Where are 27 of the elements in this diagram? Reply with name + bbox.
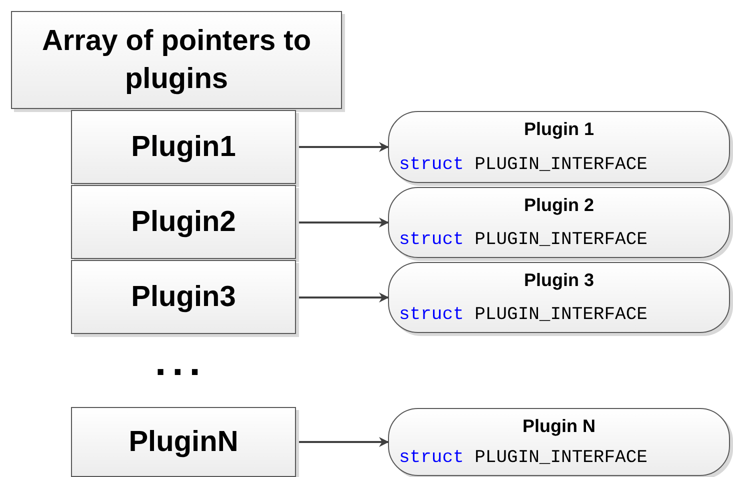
arrow bbox=[296, 292, 389, 302]
code-text: struct PLUGIN_INTERFACE bbox=[398, 229, 648, 251]
pointer-slot-box bbox=[71, 260, 296, 334]
box-label: Plugin1 bbox=[131, 130, 236, 164]
plugin-title: Plugin 2 bbox=[524, 194, 594, 216]
plugin-box bbox=[388, 408, 730, 476]
box-label: Array of pointers to plugins bbox=[40, 24, 312, 97]
pointer-slot-box bbox=[71, 185, 296, 259]
arrow bbox=[296, 437, 389, 447]
plugin-box bbox=[388, 111, 730, 183]
pointer-slot-box bbox=[71, 110, 296, 184]
pointer-slot-box bbox=[71, 407, 296, 477]
plugin-title: Plugin 3 bbox=[524, 269, 594, 291]
code-text: struct PLUGIN_INTERFACE bbox=[398, 154, 648, 176]
arrow bbox=[296, 142, 389, 152]
plugin-title: Plugin N bbox=[522, 415, 596, 437]
box-label: Plugin2 bbox=[131, 205, 236, 239]
code-text: struct PLUGIN_INTERFACE bbox=[398, 304, 648, 326]
plugin-box bbox=[388, 187, 730, 258]
arrow bbox=[296, 218, 389, 228]
plugin-box bbox=[388, 262, 730, 333]
code-text: struct PLUGIN_INTERFACE bbox=[398, 447, 648, 469]
plugin-title: Plugin 1 bbox=[524, 118, 594, 140]
box-label: PluginN bbox=[128, 425, 238, 459]
array-header-box bbox=[11, 11, 342, 109]
ellipsis-label: ... bbox=[155, 342, 206, 382]
box-label: Plugin3 bbox=[131, 280, 236, 314]
